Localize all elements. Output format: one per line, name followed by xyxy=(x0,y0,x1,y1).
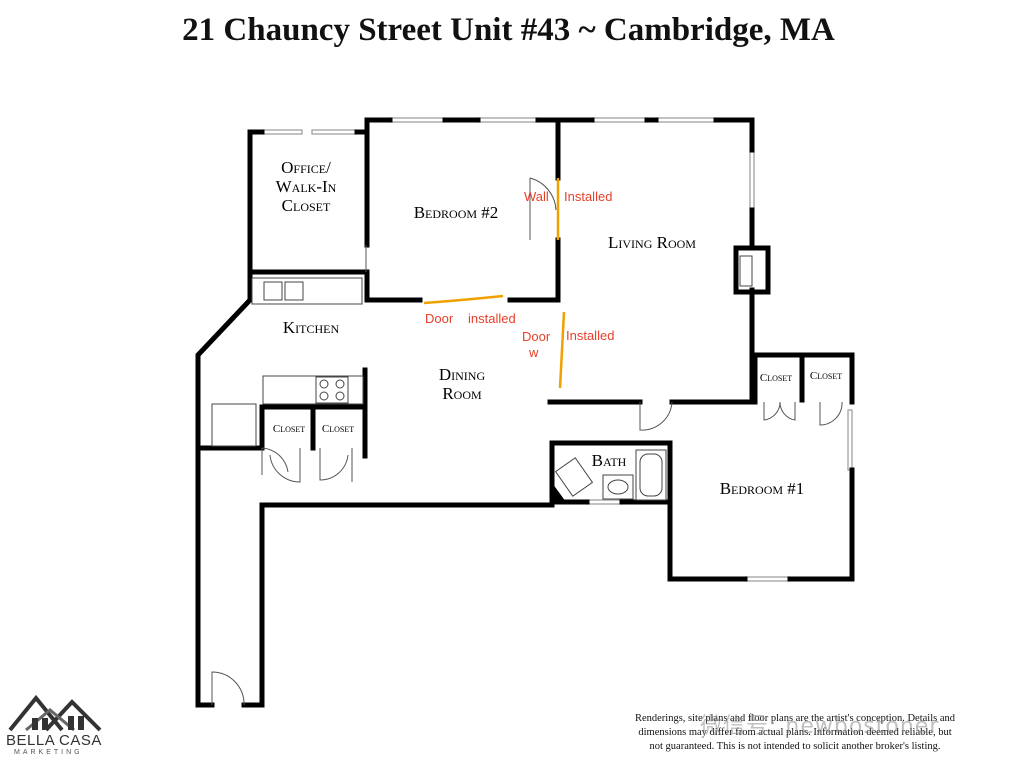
walls xyxy=(195,117,855,708)
closet-label-kitchen-2: Closet xyxy=(322,423,354,435)
page-title: 21 Chauncy Street Unit #43 ~ Cambridge, … xyxy=(182,12,835,48)
annotation-door-2: Door xyxy=(522,329,551,344)
closet-label-bedroom-1: Closet xyxy=(760,372,792,384)
office-label-2: Walk-In xyxy=(276,177,337,196)
logo-subtitle: MARKETING xyxy=(14,749,83,756)
doors xyxy=(211,177,843,706)
annotation-door: Door xyxy=(425,311,454,326)
disclaimer-line-1: Renderings, site plans and floor plans a… xyxy=(634,713,955,724)
watermark: 微信号: newbostoner xyxy=(700,714,940,739)
company-logo: BELLA CASA MARKETING xyxy=(6,690,116,760)
disclaimer: Renderings, site plans and floor plans a… xyxy=(590,712,1000,754)
annotation-door-2-w: w xyxy=(528,345,539,360)
disclaimer-line-3: not guaranteed. This is not intended to … xyxy=(649,741,941,752)
bedroom1-label: Bedroom #1 xyxy=(720,479,805,498)
dining-label-2: Room xyxy=(442,384,482,403)
office-label-1: Office/ xyxy=(281,158,331,177)
living-room-label: Living Room xyxy=(608,233,696,252)
annotation-wall: Wall xyxy=(524,189,549,204)
annotation-installed-right: Installed xyxy=(566,328,614,343)
dining-label-1: Dining xyxy=(439,365,486,384)
annotation-installed-top: Installed xyxy=(564,189,612,204)
disclaimer-line-2: dimensions may differ from actual plans.… xyxy=(638,727,952,738)
bath-label: Bath xyxy=(592,451,627,470)
fixtures xyxy=(211,277,667,501)
closet-label-bedroom-2: Closet xyxy=(810,370,842,382)
logo-houses-icon xyxy=(8,694,102,732)
kitchen-label: Kitchen xyxy=(283,318,340,337)
bedroom2-label: Bedroom #2 xyxy=(414,203,499,222)
windows xyxy=(261,117,853,582)
annotation-installed-mid: installed xyxy=(468,311,516,326)
logo-name: BELLA CASA xyxy=(6,732,102,749)
office-label-3: Closet xyxy=(282,196,331,215)
closet-label-kitchen-1: Closet xyxy=(273,423,305,435)
new-wall-markers xyxy=(423,178,566,389)
